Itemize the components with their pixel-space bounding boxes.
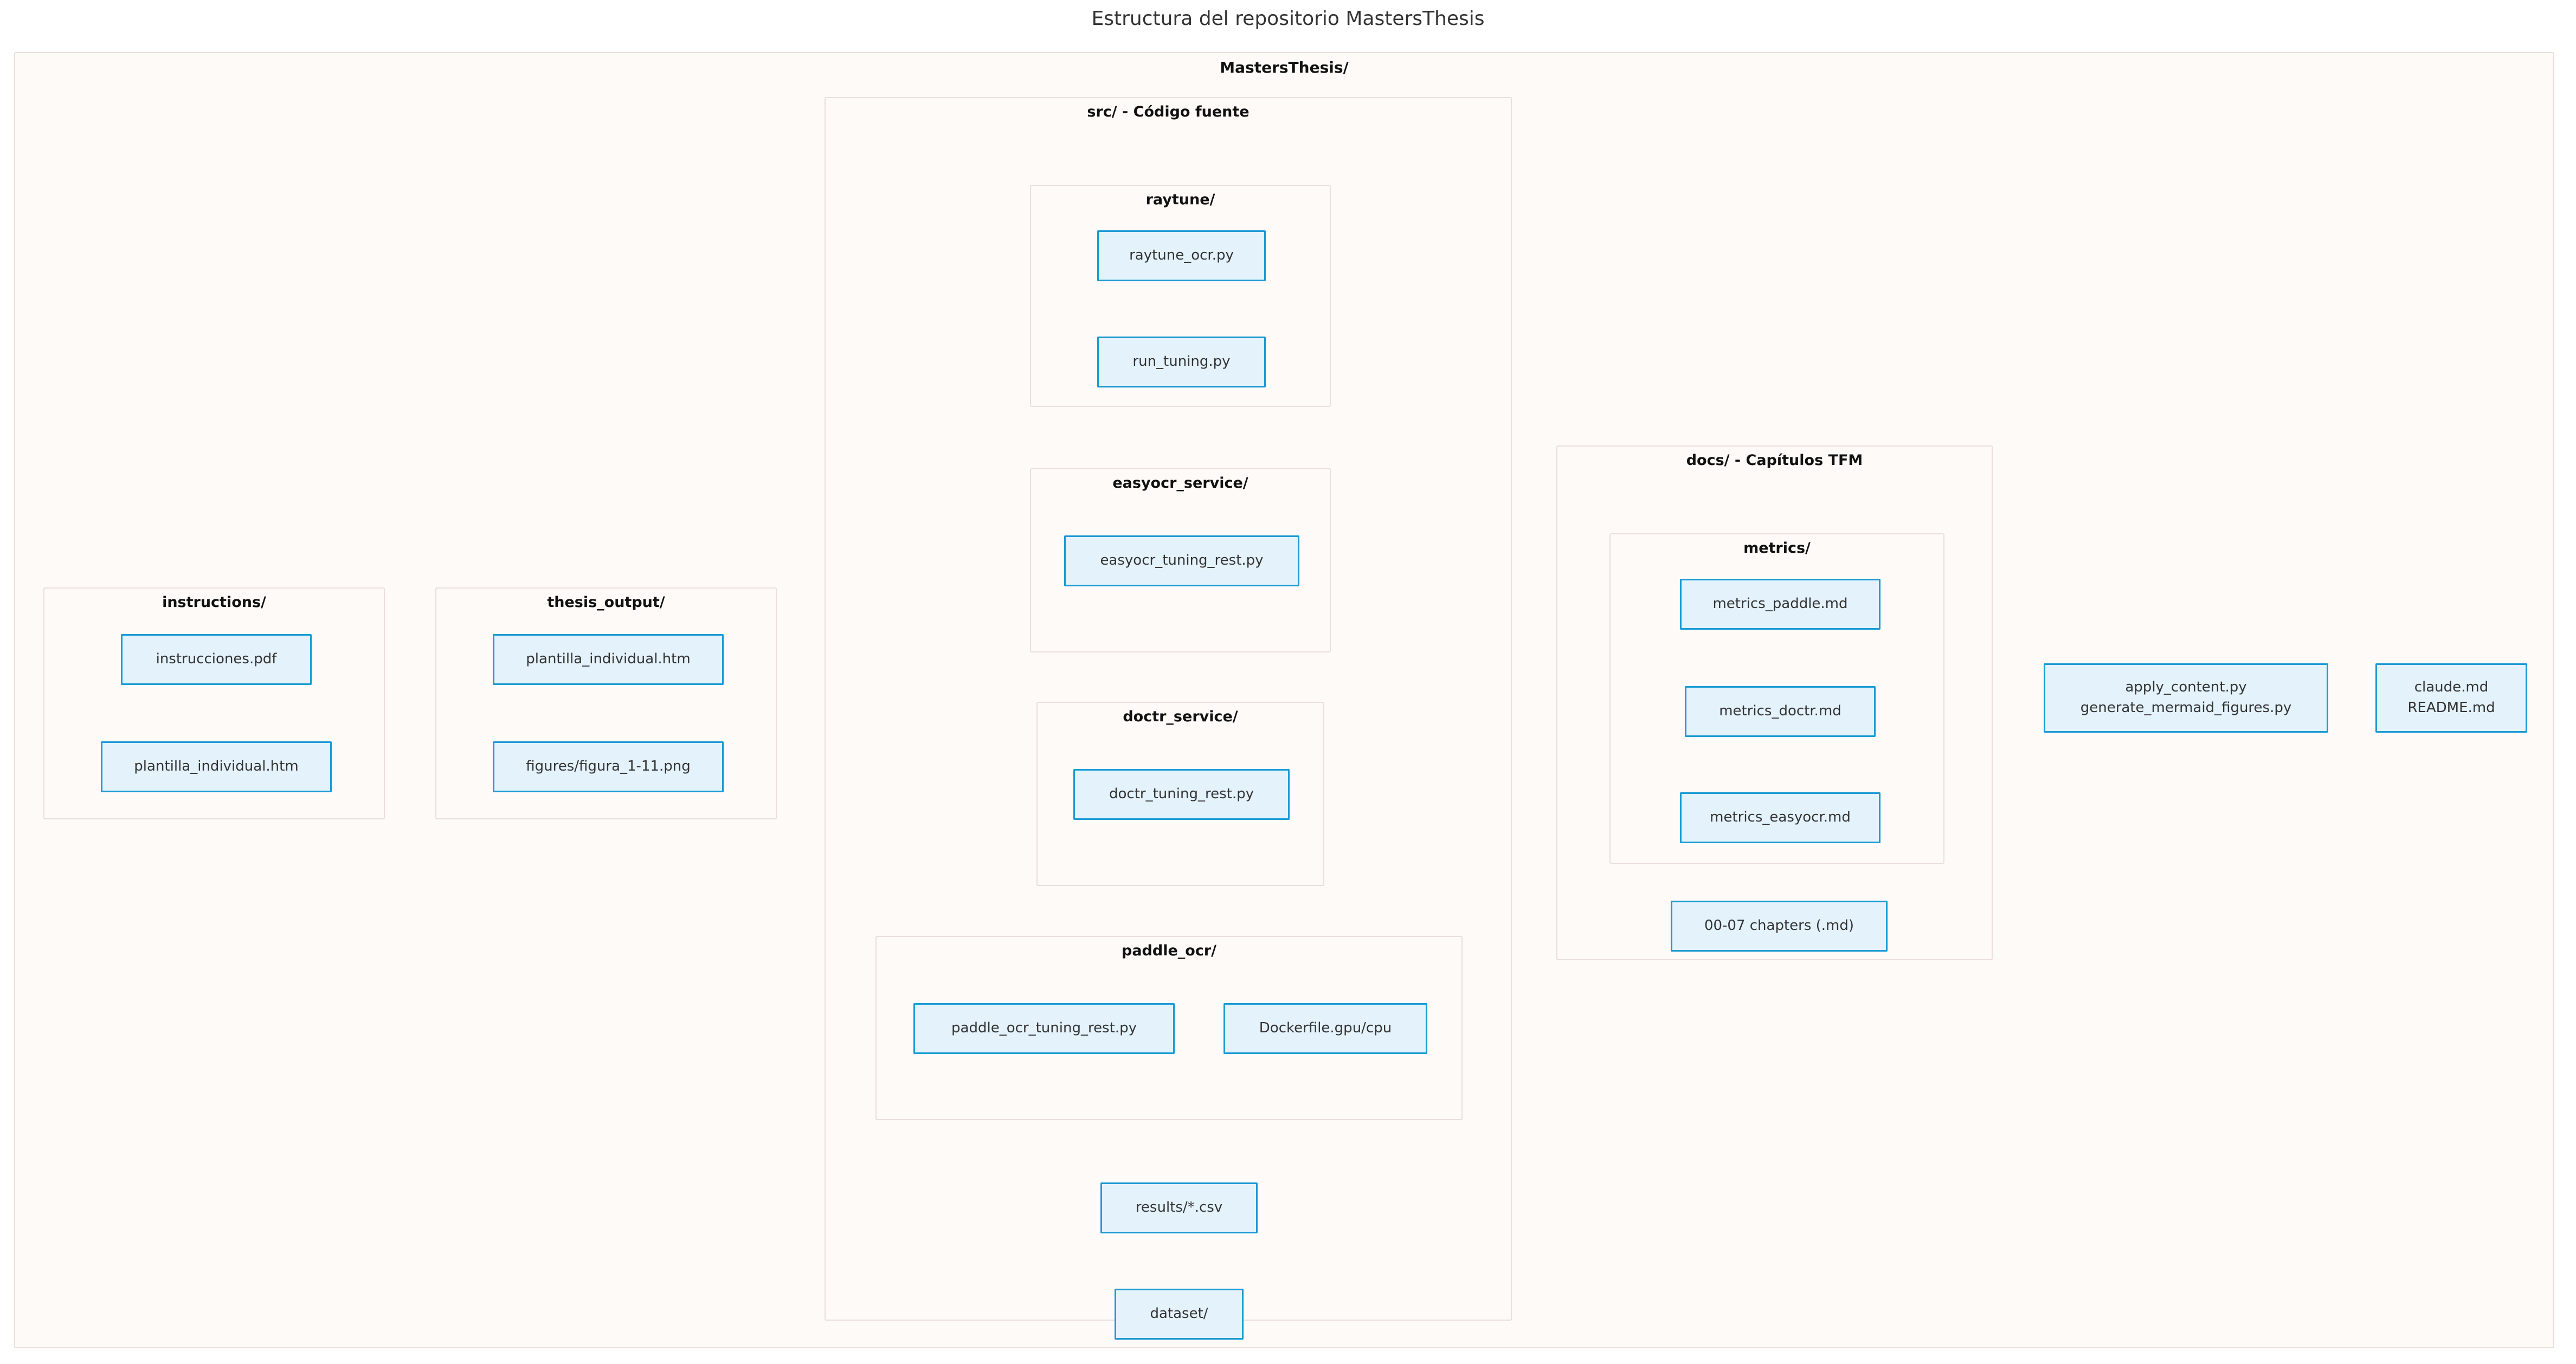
node-label: raytune_ocr.py [1129,247,1234,264]
node-label: results/*.csv [1135,1199,1223,1216]
cluster-thesis-output: thesis_output/ plantilla_individual.htm … [435,587,777,819]
cluster-label-raytune: raytune/ [1145,191,1215,208]
node-label: dataset/ [1150,1305,1208,1322]
node-dockerfile-gpu-cpu[interactable]: Dockerfile.gpu/cpu [1223,1003,1427,1054]
node-run-tuning-py[interactable]: run_tuning.py [1097,337,1266,387]
node-raytune-ocr-py[interactable]: raytune_ocr.py [1097,230,1266,281]
node-metrics-easyocr-md[interactable]: metrics_easyocr.md [1680,792,1881,843]
cluster-label-doctr-service: doctr_service/ [1123,708,1238,725]
node-plantilla-individual-htm-instructions[interactable]: plantilla_individual.htm [101,741,332,792]
cluster-label-paddle-ocr: paddle_ocr/ [1122,942,1216,959]
node-label: easyocr_tuning_rest.py [1100,552,1264,569]
cluster-src: src/ - Código fuente raytune/ raytune_oc… [825,97,1512,1340]
cluster-raytune: raytune/ raytune_ocr.py run_tuning.py [1030,185,1331,407]
node-results-csv[interactable]: results/*.csv [1100,1182,1258,1233]
node-label: paddle_ocr_tuning_rest.py [951,1020,1137,1037]
cluster-masters-thesis: MastersThesis/ instructions/ instruccion… [14,52,2554,1348]
node-chapters-md[interactable]: 00-07 chapters (.md) [1671,901,1888,952]
node-root-docs-md[interactable]: claude.md README.md [2375,663,2527,733]
node-label: instrucciones.pdf [156,651,277,668]
node-figuras-png[interactable]: figures/figura_1-11.png [493,741,724,792]
cluster-label-metrics: metrics/ [1743,540,1811,557]
node-label: metrics_paddle.md [1712,596,1848,612]
node-label: 00-07 chapters (.md) [1704,917,1854,934]
cluster-label-src: src/ - Código fuente [1087,104,1250,120]
cluster-doctr-service: doctr_service/ doctr_tuning_rest.py [1036,702,1324,886]
node-label-line-1: apply_content.py [2125,679,2247,696]
node-label: figures/figura_1-11.png [526,758,691,775]
node-paddle-ocr-tuning-rest-py[interactable]: paddle_ocr_tuning_rest.py [913,1003,1175,1054]
node-label-line-2: generate_mermaid_figures.py [2080,700,2292,716]
node-label: plantilla_individual.htm [134,758,299,775]
node-label: metrics_doctr.md [1719,703,1841,720]
node-label: doctr_tuning_rest.py [1109,786,1254,803]
cluster-label-masters-thesis: MastersThesis/ [1220,59,1349,76]
cluster-docs: docs/ - Capítulos TFM metrics/ metrics_p… [1556,445,1993,960]
node-metrics-doctr-md[interactable]: metrics_doctr.md [1685,686,1876,737]
node-label-line-2: README.md [2407,700,2495,716]
cluster-easyocr-service: easyocr_service/ easyocr_tuning_rest.py [1030,468,1331,652]
node-label: metrics_easyocr.md [1710,809,1851,826]
cluster-label-instructions: instructions/ [162,594,266,611]
node-scripts-py[interactable]: apply_content.py generate_mermaid_figure… [2044,663,2328,733]
node-easyocr-tuning-rest-py[interactable]: easyocr_tuning_rest.py [1064,535,1299,586]
cluster-metrics: metrics/ metrics_paddle.md metrics_doctr… [1609,533,1944,864]
cluster-instructions: instructions/ instrucciones.pdf plantill… [43,587,385,819]
node-label-line-1: claude.md [2414,679,2489,696]
node-label: plantilla_individual.htm [526,651,691,668]
node-plantilla-individual-htm-output[interactable]: plantilla_individual.htm [493,634,724,685]
node-instrucciones-pdf[interactable]: instrucciones.pdf [121,634,312,685]
node-metrics-paddle-md[interactable]: metrics_paddle.md [1680,579,1881,630]
node-label: run_tuning.py [1132,353,1231,370]
cluster-paddle-ocr: paddle_ocr/ paddle_ocr_tuning_rest.py Do… [875,936,1463,1120]
node-dataset[interactable]: dataset/ [1115,1289,1244,1340]
cluster-label-easyocr-service: easyocr_service/ [1112,475,1248,492]
cluster-label-thesis-output: thesis_output/ [547,594,665,611]
node-doctr-tuning-rest-py[interactable]: doctr_tuning_rest.py [1073,769,1290,820]
node-label: Dockerfile.gpu/cpu [1259,1020,1392,1037]
cluster-label-docs: docs/ - Capítulos TFM [1686,452,1863,469]
page-title: Estructura del repositorio MastersThesis [1091,8,1485,30]
